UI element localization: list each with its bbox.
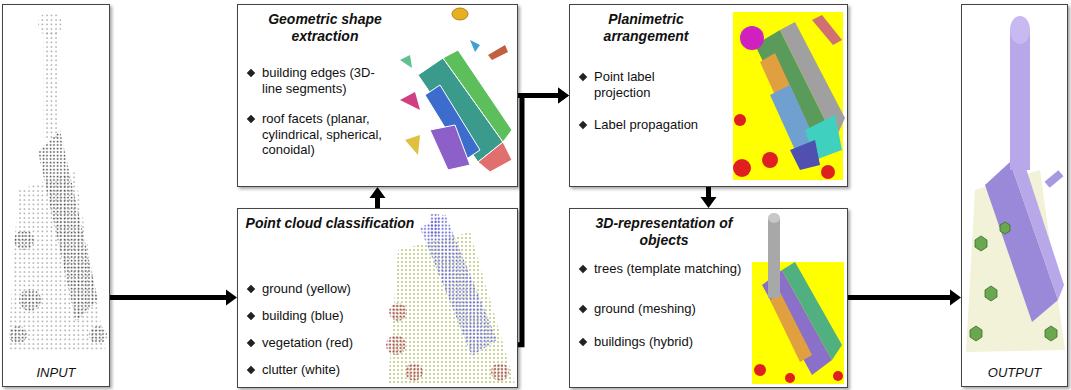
box-heading: 3D-representation of objects [576, 215, 752, 249]
flow-arrow [518, 88, 569, 345]
bullet-text: Label propagation [594, 117, 714, 133]
bullet-diamond [579, 73, 587, 81]
box-heading: Planimetric arrangement [576, 11, 716, 45]
arrow-head [950, 290, 961, 306]
bullet-text: roof facets (planar, cylindrical, spheri… [262, 111, 390, 158]
panel-caption: INPUT [3, 365, 109, 381]
input-panel: INPUT [2, 4, 110, 387]
bullet-text: trees (template matching) [594, 261, 752, 277]
process-box: Planimetric arrangementPoint label proje… [569, 4, 848, 187]
3d-objects-figure [752, 213, 844, 384]
planimetric-map [733, 12, 845, 180]
output-panel: OUTPUT [961, 4, 1068, 387]
bullet-text: vegetation (red) [262, 335, 392, 351]
input-point-cloud [8, 12, 107, 352]
bullet-diamond [247, 115, 255, 123]
bullet-text: ground (meshing) [594, 301, 752, 317]
bullet-text: clutter (white) [262, 362, 392, 378]
bullet-diamond [579, 338, 587, 346]
bullet-diamond [247, 69, 255, 77]
bullet-text: Point label projection [594, 69, 714, 100]
flow-arrow [370, 187, 386, 208]
bullet-diamond [247, 312, 255, 320]
arrow-head [701, 197, 717, 208]
bullet-diamond [579, 121, 587, 129]
bullet-text: ground (yellow) [262, 281, 392, 297]
bullet-text: building edges (3D-line segments) [262, 65, 390, 96]
box-heading: Geometric shape extraction [244, 11, 406, 45]
box-heading: Point cloud classification [244, 215, 416, 232]
flow-arrow [701, 187, 717, 208]
bullet-diamond [247, 285, 255, 293]
arrow-head [370, 187, 386, 198]
classified-point-cloud [386, 214, 515, 384]
arrow-head [226, 290, 237, 306]
flow-arrow [110, 290, 237, 306]
process-box: Geometric shape extraction building edges… [237, 4, 518, 187]
flow-arrow [848, 290, 961, 306]
arrow-head [558, 88, 569, 104]
output-3d-model [966, 16, 1065, 352]
bullet-diamond [579, 305, 587, 313]
bullet-text: building (blue) [262, 308, 392, 324]
panel-caption: OUTPUT [962, 365, 1067, 381]
arrow-head [558, 88, 569, 104]
bullet-text: buildings (hybrid) [594, 334, 752, 350]
bullet-diamond [579, 265, 587, 273]
bullet-diamond [247, 366, 255, 374]
flow-arrow [518, 88, 569, 104]
process-box: Point cloud classification ground (yellow… [237, 208, 518, 388]
roof-facets-figure [400, 8, 512, 172]
bullet-diamond [247, 339, 255, 347]
process-box: 3D-representation of objects trees (templ… [569, 208, 848, 388]
